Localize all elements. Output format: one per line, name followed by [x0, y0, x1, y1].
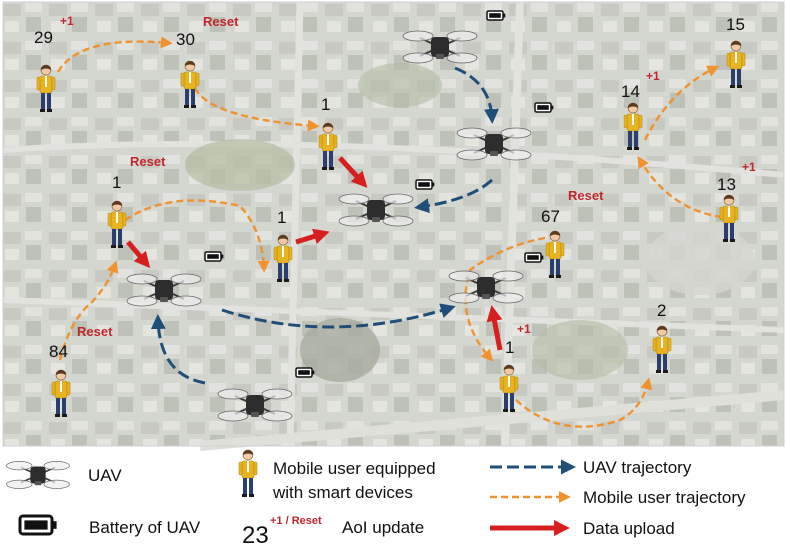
data-upload-arrow	[295, 228, 330, 245]
data-upload-arrow	[126, 240, 151, 269]
aoi-value: 14	[621, 82, 640, 101]
uav-trajectory	[221, 303, 456, 329]
battery-icon	[524, 252, 545, 263]
aoi-value: 84	[49, 342, 68, 361]
aoi-value: 1	[505, 338, 514, 357]
uav-trajectory	[414, 178, 494, 214]
legend-uav-label: UAV	[88, 466, 122, 485]
aoi-update: +1	[742, 160, 756, 174]
battery-icon	[204, 251, 225, 262]
aoi-value: 15	[726, 15, 745, 34]
aoi-value: 1	[321, 95, 330, 114]
legend: UAV Mobile user equipped with smart devi…	[5, 449, 746, 549]
battery-icon	[415, 179, 436, 190]
uav-trajectory	[150, 314, 206, 385]
data-uploads	[126, 156, 503, 351]
user-trajectory	[124, 199, 270, 273]
legend-user-line2: with smart devices	[272, 483, 413, 502]
legend-data-upload-label: Data upload	[583, 519, 675, 538]
aoi-value: 29	[34, 28, 53, 47]
aoi-value: 30	[176, 30, 195, 49]
data-upload-arrow	[338, 156, 368, 188]
legend-user-trajectory-label: Mobile user trajectory	[583, 488, 746, 507]
aoi-update: +1	[517, 322, 531, 336]
user-trajectory	[643, 65, 720, 141]
uav-trajectory	[454, 66, 499, 124]
aoi-labels: 29 +1 30 Reset 1 15 14 +1 13 +1 1 Reset …	[34, 14, 756, 361]
uav-icon	[5, 460, 71, 490]
legend-aoi-update-label: AoI update	[342, 518, 424, 537]
aoi-value: 13	[717, 175, 736, 194]
uav-trajectories	[150, 66, 499, 385]
user-trajectory	[56, 36, 173, 73]
battery-icon	[534, 102, 555, 113]
data-upload-arrow	[486, 305, 503, 351]
aoi-update: Reset	[77, 324, 113, 339]
aoi-update: Reset	[130, 154, 166, 169]
battery-icon	[486, 10, 507, 21]
user-trajectory	[637, 155, 723, 219]
battery-icon	[295, 367, 316, 378]
aoi-value: 67	[541, 207, 560, 226]
legend-aoi-superscript: +1 / Reset	[270, 515, 322, 527]
user-trajectories	[56, 36, 723, 428]
aoi-update: +1	[646, 69, 660, 83]
legend-aoi-number: 23	[242, 522, 269, 549]
aoi-update: +1	[60, 14, 74, 28]
battery-icon	[18, 514, 59, 536]
user-icon	[238, 449, 258, 498]
user-trajectory	[193, 87, 320, 132]
legend-user-line1: Mobile user equipped	[273, 459, 436, 478]
aoi-update: Reset	[203, 14, 239, 29]
aoi-value: 1	[277, 208, 286, 227]
user-trajectory	[464, 236, 546, 362]
aoi-update: Reset	[568, 188, 604, 203]
aoi-value: 2	[657, 301, 666, 320]
aoi-value: 1	[112, 173, 121, 192]
legend-uav-trajectory-label: UAV trajectory	[583, 458, 692, 477]
user-trajectory	[58, 260, 119, 361]
legend-battery-label: Battery of UAV	[89, 518, 201, 537]
